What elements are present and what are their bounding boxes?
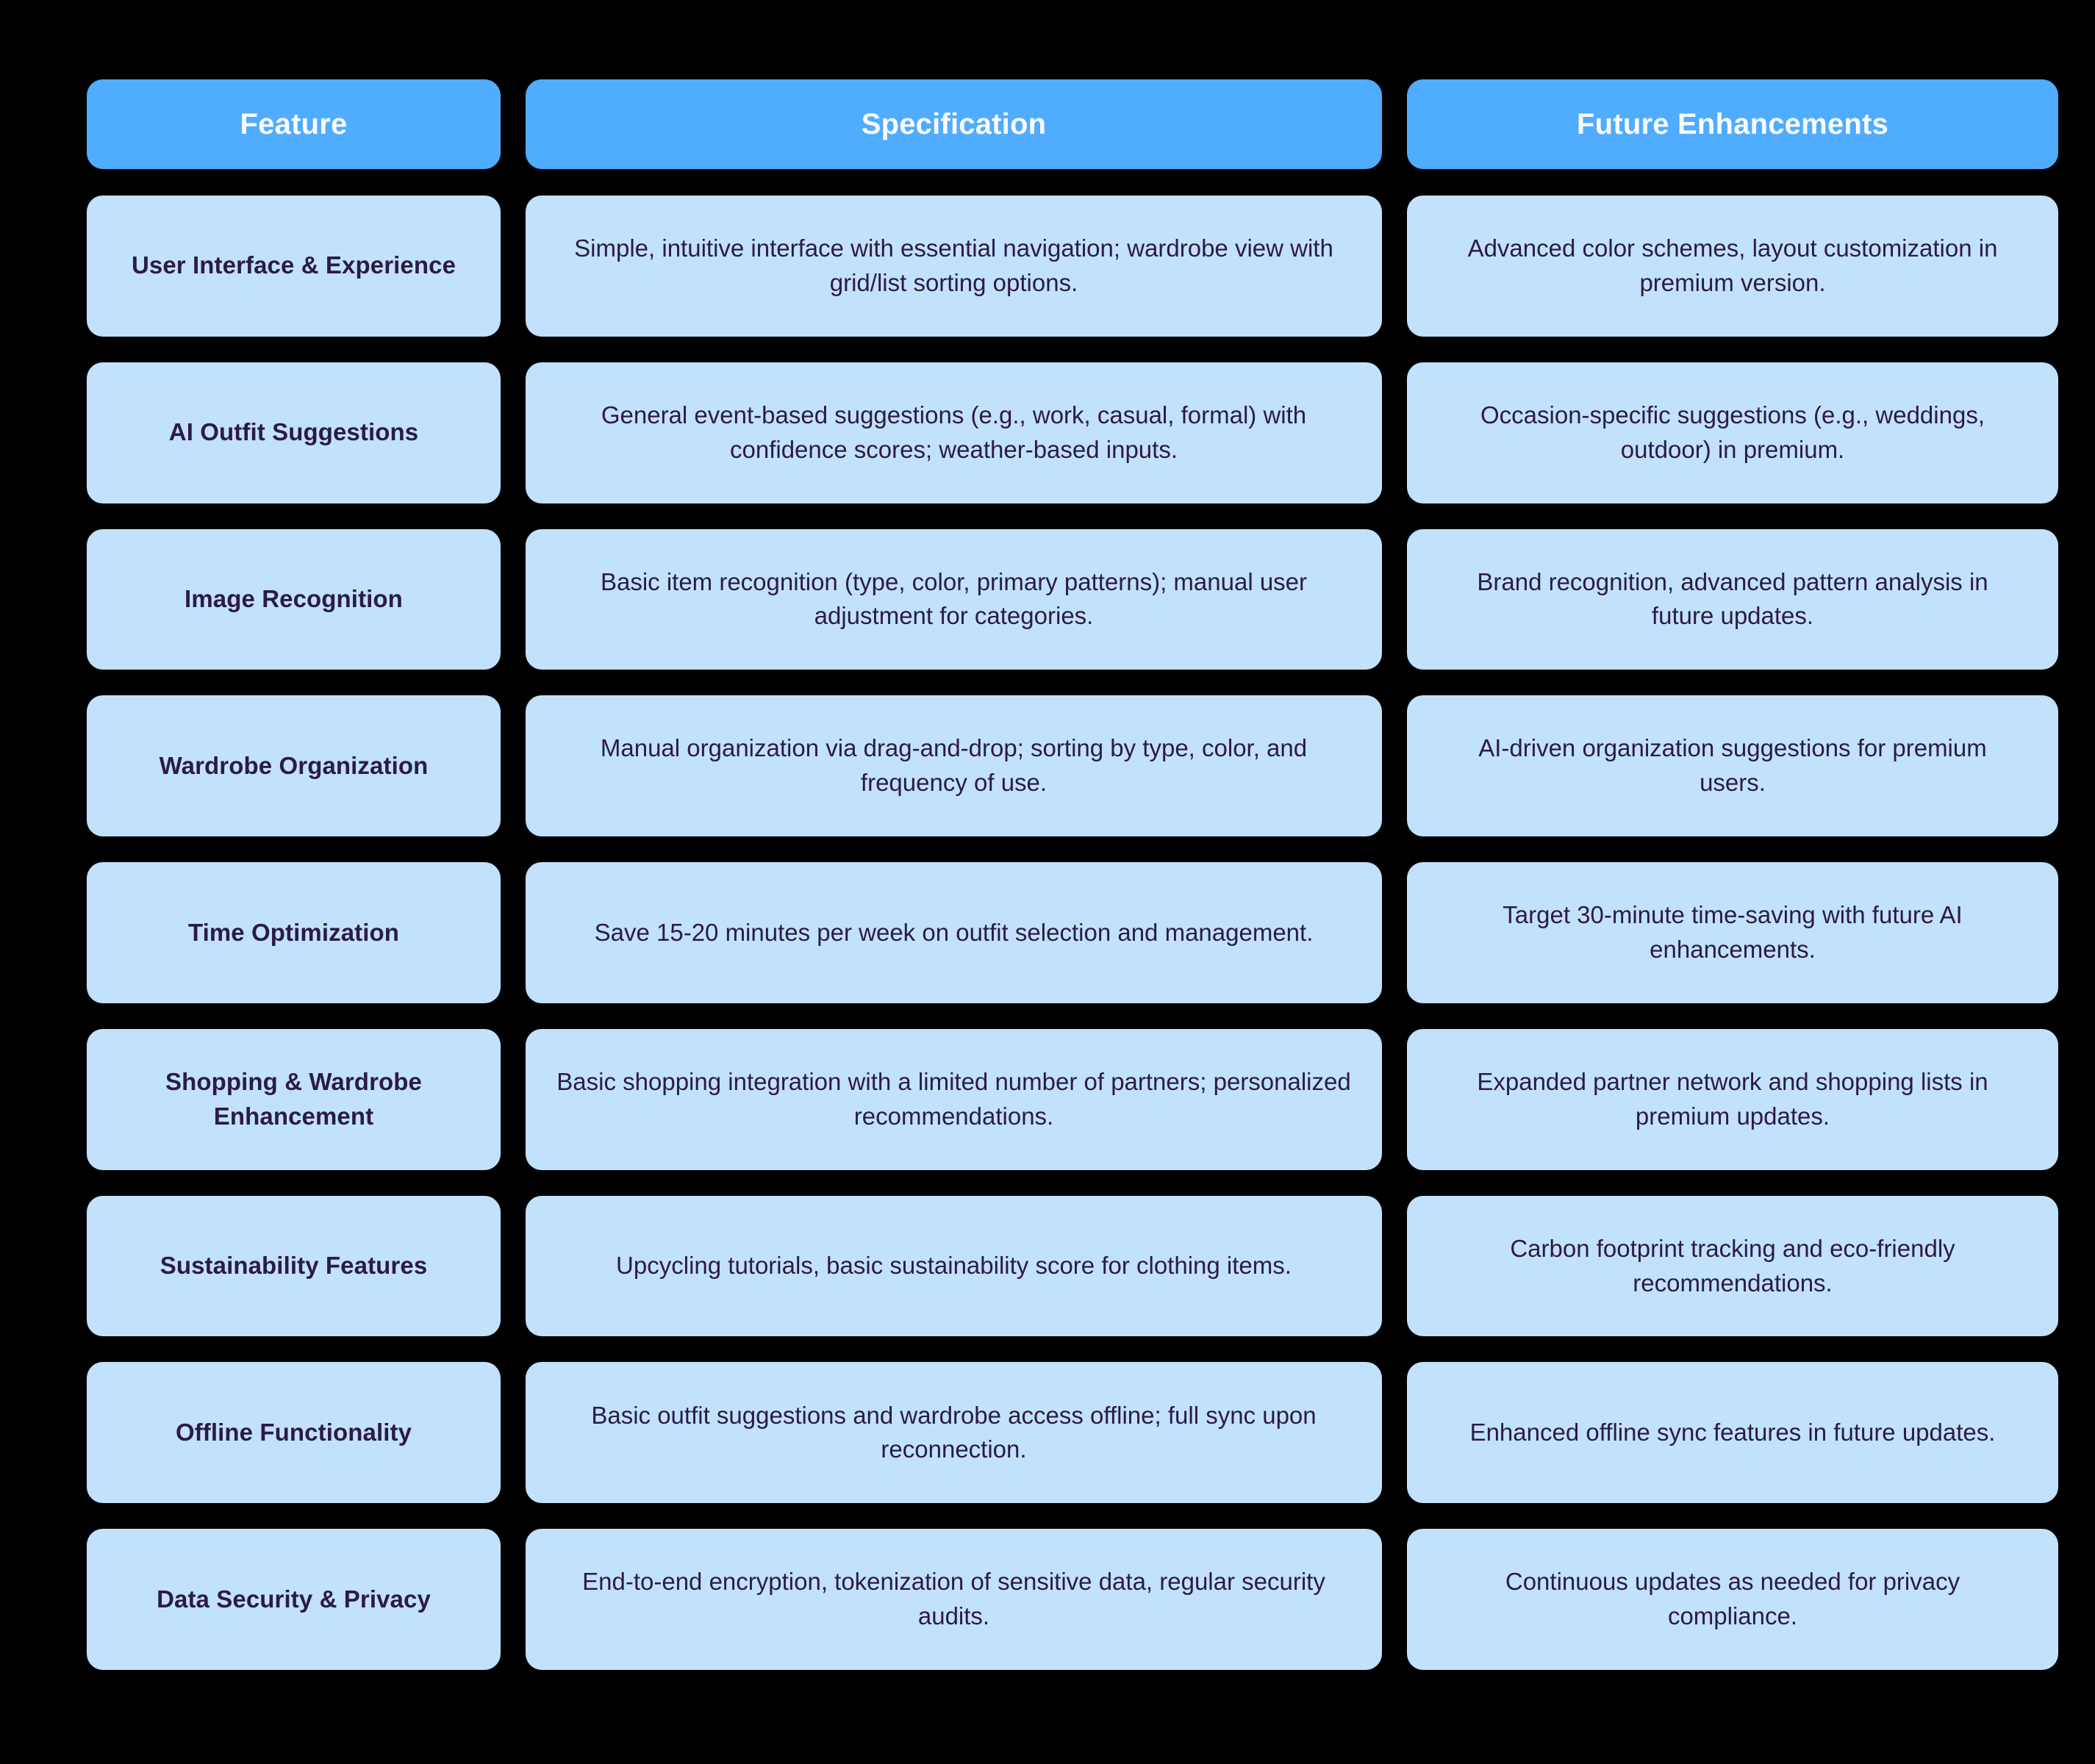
table-row: Offline Functionality Basic outfit sugge… [87,1362,2058,1504]
cell-specification: Basic shopping integration with a limite… [526,1028,1382,1170]
cell-future-enhancements: Brand recognition, advanced pattern anal… [1407,528,2058,670]
cell-future-enhancements-text: Carbon footprint tracking and eco-friend… [1510,1234,1955,1297]
table-row: Wardrobe Organization Manual organizatio… [87,695,2058,837]
cell-future-enhancements: AI-driven organization suggestions for p… [1407,695,2058,837]
cell-future-enhancements: Carbon footprint tracking and eco-friend… [1407,1195,2058,1337]
cell-specification-text: Basic shopping integration with a limite… [556,1067,1351,1130]
table-header-row: Feature Specification Future Enhancement… [87,79,2058,169]
column-header-feature: Feature [87,79,501,169]
cell-specification: Upcycling tutorials, basic sustainabilit… [526,1195,1382,1337]
cell-specification-text: Basic item recognition (type, color, pri… [600,567,1308,630]
cell-specification-text: Simple, intuitive interface with essenti… [574,234,1333,296]
cell-future-enhancements-text: AI-driven organization suggestions for p… [1478,734,1987,797]
cell-future-enhancements: Occasion-specific suggestions (e.g., wed… [1407,362,2058,503]
cell-feature: Sustainability Features [87,1195,501,1337]
cell-specification: End-to-end encryption, tokenization of s… [526,1529,1382,1671]
cell-specification-text: General event-based suggestions (e.g., w… [601,401,1307,463]
cell-future-enhancements-text: Expanded partner network and shopping li… [1477,1067,1988,1130]
cell-future-enhancements-text: Occasion-specific suggestions (e.g., wed… [1480,401,1985,463]
cell-feature-text: Wardrobe Organization [159,751,429,779]
cell-feature: User Interface & Experience [87,196,501,337]
cell-future-enhancements: Continuous updates as needed for privacy… [1407,1529,2058,1671]
cell-future-enhancements: Expanded partner network and shopping li… [1407,1028,2058,1170]
cell-feature: Offline Functionality [87,1362,501,1504]
cell-specification: Basic outfit suggestions and wardrobe ac… [526,1362,1382,1504]
cell-future-enhancements-text: Target 30-minute time-saving with future… [1503,901,1963,964]
cell-feature-text: User Interface & Experience [131,251,456,279]
cell-specification-text: Upcycling tutorials, basic sustainabilit… [616,1252,1292,1280]
column-header-future-enhancements-label: Future Enhancements [1577,107,1888,140]
table-row: Data Security & Privacy End-to-end encry… [87,1529,2058,1671]
column-header-specification-label: Specification [861,107,1047,140]
column-header-specification: Specification [526,79,1382,169]
cell-future-enhancements-text: Enhanced offline sync features in future… [1469,1418,1996,1446]
cell-specification-text: End-to-end encryption, tokenization of s… [582,1568,1325,1630]
cell-feature: Wardrobe Organization [87,695,501,837]
cell-specification-text: Basic outfit suggestions and wardrobe ac… [591,1401,1317,1463]
table-row: User Interface & Experience Simple, intu… [87,196,2058,337]
cell-specification: General event-based suggestions (e.g., w… [526,362,1382,503]
table-row: Sustainability Features Upcycling tutori… [87,1195,2058,1337]
cell-specification: Basic item recognition (type, color, pri… [526,528,1382,670]
cell-specification: Simple, intuitive interface with essenti… [526,196,1382,337]
cell-future-enhancements: Target 30-minute time-saving with future… [1407,862,2058,1003]
column-header-future-enhancements: Future Enhancements [1407,79,2058,169]
cell-specification-text: Manual organization via drag-and-drop; s… [600,734,1308,797]
cell-feature-text: Time Optimization [187,918,400,946]
cell-feature-text: AI Outfit Suggestions [168,418,419,446]
cell-feature: Data Security & Privacy [87,1529,501,1671]
column-header-feature-label: Feature [240,107,348,140]
cell-specification: Save 15-20 minutes per week on outfit se… [526,862,1382,1003]
cell-feature-text: Shopping & Wardrobe Enhancement [165,1067,422,1130]
table-row: Shopping & Wardrobe Enhancement Basic sh… [87,1028,2058,1170]
cell-future-enhancements-text: Advanced color schemes, layout customiza… [1467,234,1998,296]
cell-feature-text: Offline Functionality [175,1418,412,1446]
table-row: Time Optimization Save 15-20 minutes per… [87,862,2058,1003]
cell-feature: Shopping & Wardrobe Enhancement [87,1028,501,1170]
table-row: Image Recognition Basic item recognition… [87,528,2058,670]
cell-future-enhancements-text: Continuous updates as needed for privacy… [1505,1568,1960,1630]
cell-feature: Image Recognition [87,528,501,670]
cell-feature-text: Image Recognition [185,585,403,613]
cell-feature: AI Outfit Suggestions [87,362,501,503]
cell-future-enhancements: Advanced color schemes, layout customiza… [1407,196,2058,337]
cell-future-enhancements: Enhanced offline sync features in future… [1407,1362,2058,1504]
cell-future-enhancements-text: Brand recognition, advanced pattern anal… [1477,567,1988,630]
cell-feature-text: Data Security & Privacy [157,1585,431,1613]
cell-specification-text: Save 15-20 minutes per week on outfit se… [594,918,1314,946]
table-row: AI Outfit Suggestions General event-base… [87,362,2058,503]
cell-specification: Manual organization via drag-and-drop; s… [526,695,1382,837]
table-grid: Feature Specification Future Enhancement… [87,79,2058,1671]
cell-feature-text: Sustainability Features [160,1252,428,1280]
cell-feature: Time Optimization [87,862,501,1003]
